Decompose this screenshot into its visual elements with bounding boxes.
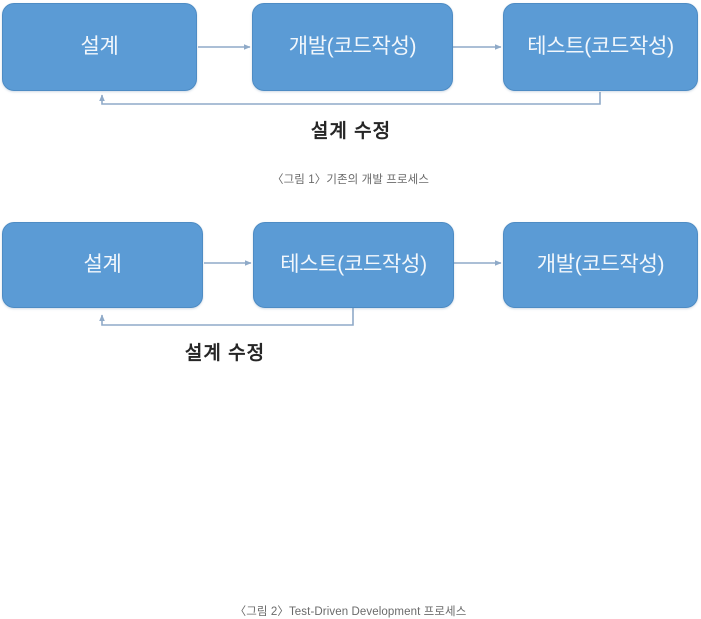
figure-1-caption: 〈그림 1〉기존의 개발 프로세스: [271, 174, 430, 186]
node-test-label: 테스트(코드작성): [527, 35, 674, 59]
figure-2-caption: 〈그림 2〉Test-Driven Development 프로세스: [234, 606, 467, 618]
node-test[interactable]: 테스트(코드작성): [503, 3, 698, 91]
node-design-label: 설계: [83, 253, 122, 277]
node-design[interactable]: 설계: [2, 3, 197, 91]
loop-label-design-revision: 설계 수정: [310, 121, 392, 142]
node-develop[interactable]: 개발(코드작성): [503, 222, 698, 308]
figure-tdd-process: 설계 테스트(코드작성) 개발(코드작성) 설계 수정 〈그림 2〉Test-D…: [0, 215, 701, 618]
figure-existing-development-process: 설계 개발(코드작성) 테스트(코드작성) 설계 수정 〈그림 1〉기존의 개발…: [0, 0, 701, 196]
node-design-label: 설계: [80, 35, 119, 59]
node-test-label: 테스트(코드작성): [280, 253, 427, 277]
node-design[interactable]: 설계: [2, 222, 203, 308]
loop-label-design-revision: 설계 수정: [184, 343, 266, 364]
node-develop[interactable]: 개발(코드작성): [252, 3, 453, 91]
arrow-design-revision-loop: [99, 308, 354, 326]
node-develop-label: 개발(코드작성): [536, 253, 665, 277]
diagram-tdd-process: 설계 테스트(코드작성) 개발(코드작성) 설계 수정: [0, 215, 701, 375]
arrow-design-revision-loop: [99, 92, 601, 105]
diagram-existing-process: 설계 개발(코드작성) 테스트(코드작성) 설계 수정: [0, 0, 701, 160]
node-develop-label: 개발(코드작성): [288, 35, 417, 59]
node-test[interactable]: 테스트(코드작성): [253, 222, 454, 308]
